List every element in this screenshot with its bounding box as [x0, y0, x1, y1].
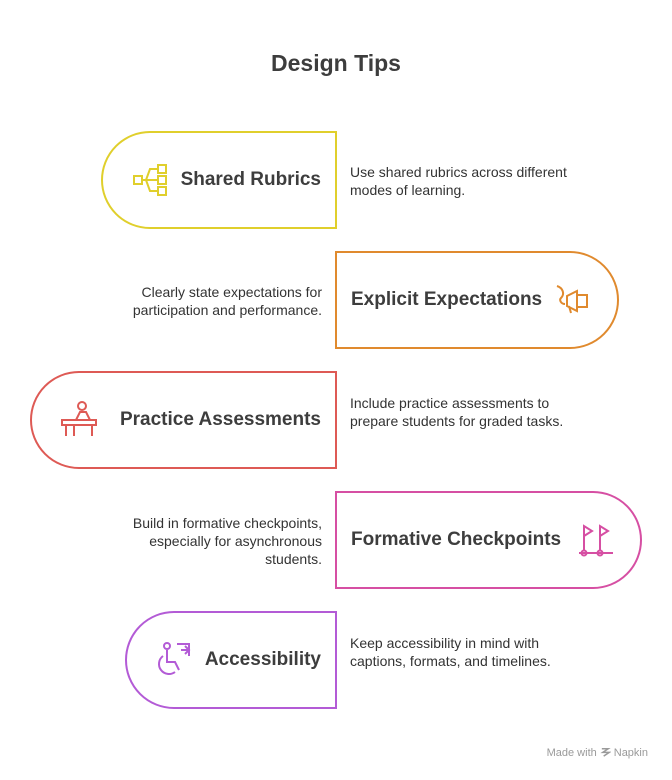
tip-label: Shared Rubrics — [180, 169, 321, 190]
tip-label: Formative Checkpoints — [351, 529, 562, 550]
flowchart-icon — [130, 160, 170, 200]
tip-label: Practice Assessments — [119, 409, 321, 430]
tip-description: Use shared rubrics across different mode… — [350, 164, 567, 198]
tip-label: Explicit Expectations — [351, 289, 543, 310]
tip-shared-rubrics: Shared Rubrics — [101, 131, 337, 229]
flags-icon — [576, 520, 616, 560]
tip-explicit-expectations: Explicit Expectations — [335, 251, 619, 349]
napkin-logo-icon — [600, 746, 612, 760]
accessibility-icon — [153, 640, 193, 680]
page-title: Design Tips — [271, 50, 401, 76]
megaphone-icon — [553, 280, 593, 320]
tip-description: Clearly state expectations for participa… — [132, 284, 322, 318]
tip-description: Build in formative checkpoints, especial… — [132, 515, 322, 567]
tip-label: Accessibility — [204, 649, 321, 670]
tip-description: Include practice assessments to prepare … — [350, 395, 564, 429]
tip-formative-checkpoints: Formative Checkpoints — [335, 491, 642, 589]
student-desk-icon — [58, 400, 98, 440]
made-with-label: Made with — [546, 747, 597, 759]
tip-description: Keep accessibility in mind with captions… — [350, 635, 551, 669]
brand-name: Napkin — [613, 747, 648, 759]
footer-branding: Made with Napkin — [547, 746, 648, 760]
